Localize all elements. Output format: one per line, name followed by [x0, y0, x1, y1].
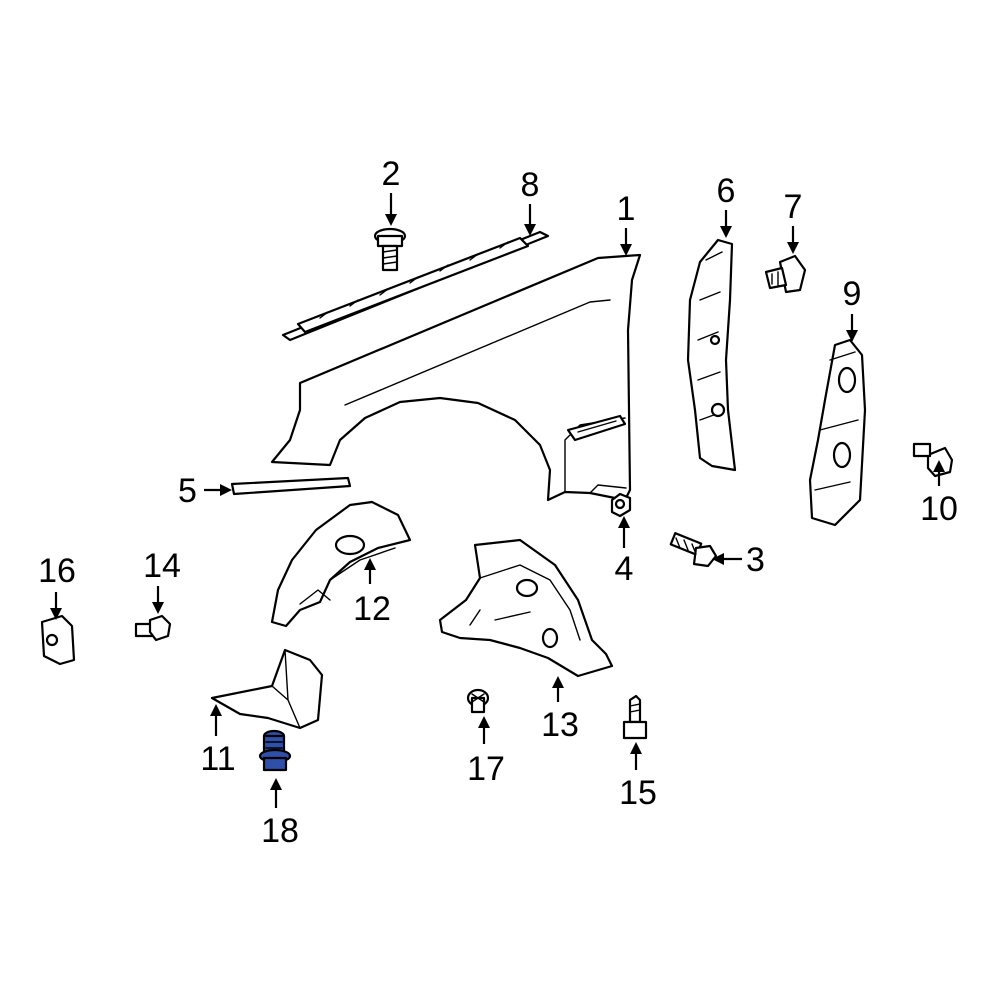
callout-label-14: 14 — [143, 547, 181, 585]
callout-label-9: 9 — [843, 275, 862, 313]
part-10-bolt[interactable] — [912, 442, 954, 478]
callout-6: 6 — [717, 172, 736, 238]
callout-15: 15 — [619, 742, 657, 812]
part-2-bolt[interactable] — [373, 227, 407, 272]
callout-12: 12 — [353, 558, 391, 628]
callout-label-17: 17 — [467, 750, 505, 788]
part-12-arch-liner[interactable] — [270, 500, 412, 628]
callout-label-4: 4 — [615, 550, 634, 588]
callout-label-18: 18 — [261, 812, 299, 850]
part-4-nut[interactable] — [610, 492, 632, 518]
callout-18: 18 — [261, 778, 299, 850]
part-14-bolt[interactable] — [134, 614, 172, 642]
callout-label-16: 16 — [38, 552, 76, 590]
callout-label-3: 3 — [746, 541, 765, 579]
part-16-bracket-clip[interactable] — [40, 614, 76, 666]
callout-label-11: 11 — [200, 740, 235, 778]
callout-label-1: 1 — [617, 190, 636, 228]
callout-label-6: 6 — [717, 172, 736, 210]
part-1-fender[interactable] — [270, 253, 642, 502]
callout-label-8: 8 — [521, 166, 540, 204]
callout-label-13: 13 — [541, 706, 579, 744]
callout-16: 16 — [38, 552, 76, 620]
callout-5: 5 — [178, 472, 232, 510]
callout-9: 9 — [843, 275, 862, 342]
part-15-bolt[interactable] — [622, 694, 648, 740]
callout-3: 3 — [712, 541, 765, 579]
callout-11: 11 — [200, 704, 236, 778]
part-9-side-panel[interactable] — [808, 338, 867, 527]
callout-14: 14 — [143, 547, 181, 614]
callout-label-2: 2 — [382, 155, 401, 193]
callout-7: 7 — [784, 188, 803, 254]
part-6-bracket[interactable] — [686, 238, 737, 472]
callout-1: 1 — [617, 190, 636, 256]
callout-label-12: 12 — [353, 590, 391, 628]
part-3-bolt[interactable] — [669, 532, 718, 568]
part-13-wheel-housing[interactable] — [438, 538, 614, 678]
part-17-push-clip[interactable] — [466, 688, 490, 714]
callout-label-5: 5 — [178, 472, 197, 510]
callout-label-7: 7 — [784, 188, 803, 226]
callout-label-10: 10 — [920, 490, 958, 528]
part-7-clip[interactable] — [764, 254, 807, 294]
part-8-molding[interactable] — [281, 230, 550, 342]
callout-17: 17 — [467, 716, 505, 788]
part-5-trim-strip[interactable] — [230, 476, 352, 496]
part-18-clip-highlighted[interactable] — [258, 729, 292, 772]
callout-13: 13 — [541, 676, 579, 744]
callout-label-15: 15 — [619, 774, 657, 812]
callout-2: 2 — [382, 155, 401, 226]
part-11-splash-shield[interactable] — [210, 648, 324, 730]
callout-4: 4 — [615, 516, 634, 588]
callout-10: 10 — [920, 460, 958, 528]
callout-8: 8 — [521, 166, 540, 236]
